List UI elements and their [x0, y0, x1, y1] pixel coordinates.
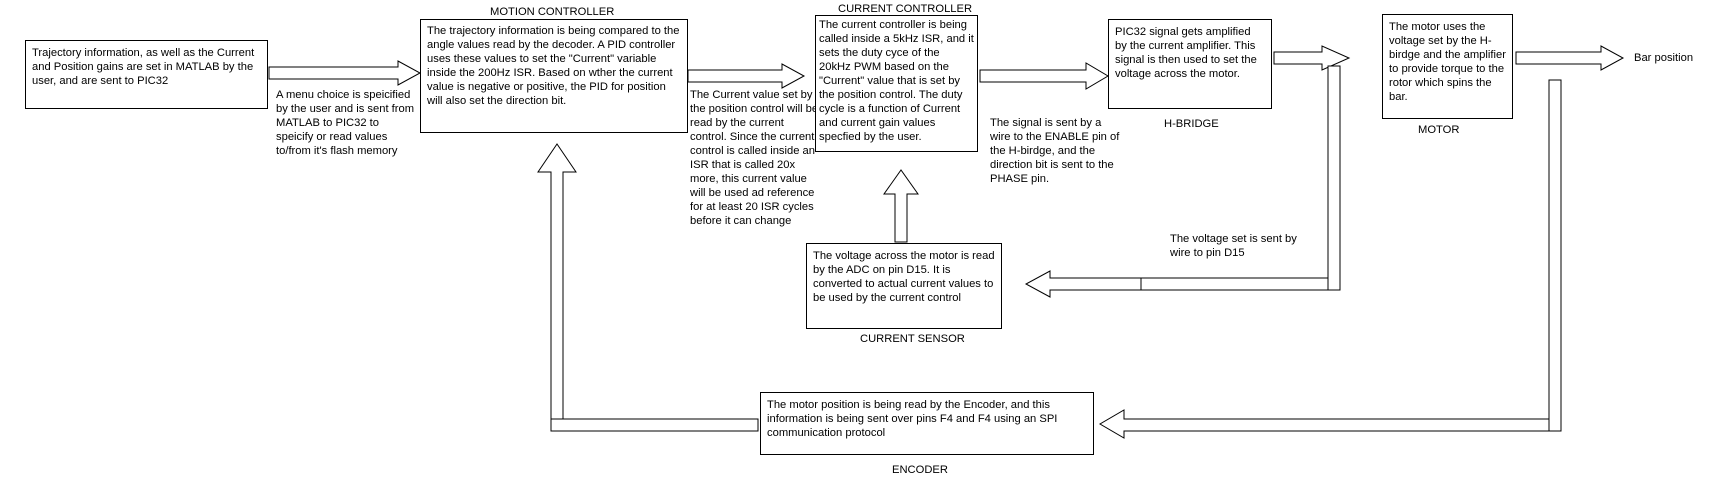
current-controller-text: The current controller is being called i…	[819, 19, 974, 143]
encoder-title: ENCODER	[892, 464, 948, 476]
arrow-sensor-to-current	[883, 169, 919, 243]
hbridge-box: PIC32 signal gets amplified by the curre…	[1108, 19, 1272, 109]
motor-text: The motor uses the voltage set by the H-…	[1389, 21, 1506, 103]
arrow-hbridge-to-motor	[1273, 45, 1351, 71]
hbridge-text: PIC32 signal gets amplified by the curre…	[1115, 26, 1257, 80]
encoder-text: The motor position is being read by the …	[767, 399, 1058, 439]
motor-title: MOTOR	[1418, 124, 1460, 136]
motion-controller-text: The trajectory information is being comp…	[427, 25, 680, 107]
current-value-note: The Current value set by the position co…	[690, 89, 819, 227]
trajectory-box: Trajectory information, as well as the C…	[25, 40, 268, 109]
arrow-motor-to-encoder	[1099, 79, 1562, 439]
current-controller-title: CURRENT CONTROLLER	[838, 3, 973, 15]
arrow-motion-to-current	[687, 63, 806, 89]
current-controller-box: The current controller is being called i…	[815, 15, 978, 152]
bar-position-label: Bar position	[1634, 52, 1694, 64]
voltage-note: The voltage set is sent by wire to pin D…	[1170, 233, 1297, 259]
current-sensor-box: The voltage across the motor is read by …	[806, 243, 1002, 329]
arrow-hbridge-to-sensor	[1024, 65, 1341, 298]
current-sensor-text: The voltage across the motor is read by …	[813, 250, 995, 304]
arrow-trajectory-to-motion	[268, 60, 422, 86]
hbridge-title: H-BRIDGE	[1164, 118, 1219, 130]
signal-note: The signal is sent by a wire to the ENAB…	[990, 117, 1120, 185]
arrow-encoder-to-motion	[537, 143, 759, 432]
trajectory-text: Trajectory information, as well as the C…	[32, 47, 255, 87]
encoder-box: The motor position is being read by the …	[760, 392, 1094, 455]
arrow-motor-to-bar	[1515, 45, 1625, 71]
menu-note: A menu choice is speicified by the user …	[276, 89, 415, 157]
current-sensor-title: CURRENT SENSOR	[860, 333, 965, 345]
motor-box: The motor uses the voltage set by the H-…	[1382, 14, 1513, 119]
motion-controller-box: The trajectory information is being comp…	[420, 19, 688, 133]
arrow-current-to-hbridge	[979, 62, 1109, 90]
motion-controller-title: MOTION CONTROLLER	[490, 6, 615, 18]
